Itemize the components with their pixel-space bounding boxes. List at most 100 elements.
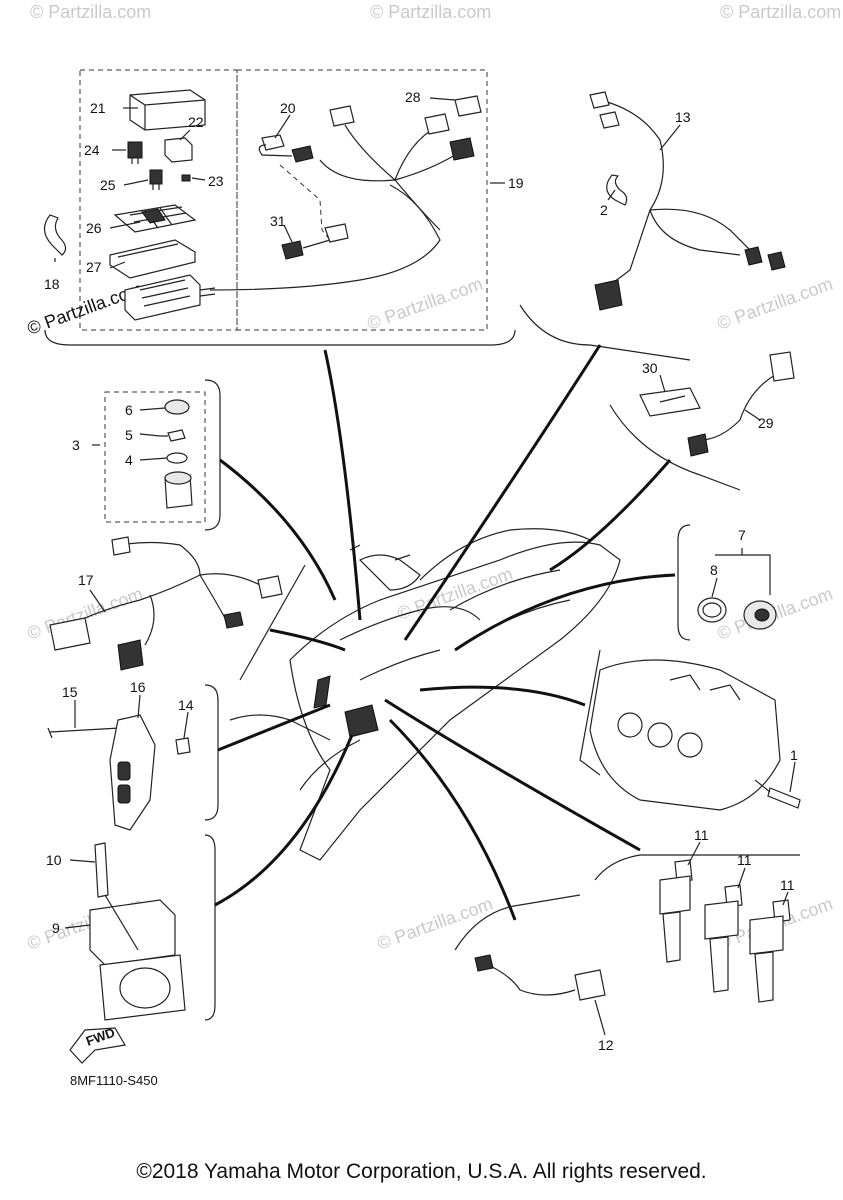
group-bracket bbox=[204, 379, 221, 531]
group-bracket bbox=[454, 894, 581, 951]
connector-part bbox=[744, 246, 763, 266]
nut-part bbox=[166, 452, 188, 464]
callout-31: 31 bbox=[270, 213, 286, 229]
callout-23: 23 bbox=[208, 173, 224, 189]
fuse-box-part bbox=[129, 89, 206, 131]
holder-part bbox=[109, 714, 156, 831]
leader-line bbox=[214, 734, 354, 907]
callout-11: 11 bbox=[694, 827, 709, 843]
leader-line bbox=[269, 628, 346, 652]
watermark: © Partzilla.com bbox=[30, 2, 151, 22]
callout-29: 29 bbox=[758, 415, 774, 431]
fuse-part bbox=[181, 174, 191, 182]
callout-16: 16 bbox=[130, 679, 146, 695]
harness-19-part bbox=[209, 95, 482, 291]
callout-21: 21 bbox=[90, 100, 106, 116]
group-bracket bbox=[609, 404, 741, 491]
callout-8: 8 bbox=[710, 562, 718, 578]
group-bracket bbox=[594, 854, 800, 881]
cap-part bbox=[164, 399, 190, 415]
copyright-notice: ©2018 Yamaha Motor Corporation, U.S.A. A… bbox=[136, 1160, 707, 1183]
sub-harness-group bbox=[519, 91, 786, 361]
cable-band-part bbox=[43, 214, 67, 256]
leader-line bbox=[384, 698, 641, 852]
leader-line bbox=[323, 349, 362, 621]
callout-5: 5 bbox=[125, 427, 133, 443]
connector-part bbox=[111, 536, 131, 556]
watermark: © Partzilla.com bbox=[365, 273, 486, 333]
callout-26: 26 bbox=[86, 220, 102, 236]
callout-27: 27 bbox=[86, 259, 102, 275]
connector-part bbox=[687, 433, 709, 457]
engine-bore bbox=[647, 722, 673, 748]
watermark: © Partzilla.com bbox=[395, 563, 516, 623]
connector-part bbox=[474, 954, 494, 972]
callout-4: 4 bbox=[125, 452, 133, 468]
sensor-wire bbox=[699, 374, 776, 441]
leader-line bbox=[454, 573, 676, 652]
label-part bbox=[639, 387, 701, 417]
label-line bbox=[659, 395, 686, 403]
callout-20: 20 bbox=[280, 100, 296, 116]
harness-17-wire bbox=[69, 541, 261, 646]
watermark: © Partzilla.com bbox=[370, 2, 491, 22]
callout-10: 10 bbox=[46, 852, 62, 868]
callout-30: 30 bbox=[642, 360, 658, 376]
harness-17-group bbox=[49, 536, 306, 681]
connector-part bbox=[223, 611, 244, 629]
leader-line bbox=[219, 458, 337, 601]
callout-18: 18 bbox=[44, 276, 60, 292]
leader-lines bbox=[214, 344, 676, 921]
ignition-coils-group bbox=[594, 854, 800, 1003]
sensor-wire bbox=[487, 964, 576, 996]
callout-9: 9 bbox=[52, 920, 60, 936]
fuse-relay-group bbox=[43, 69, 516, 346]
ring-inner bbox=[702, 602, 722, 618]
grommet-group bbox=[677, 524, 777, 641]
group-box-harness bbox=[236, 69, 488, 331]
switch-top bbox=[164, 471, 192, 485]
callout-1: 1 bbox=[790, 747, 798, 763]
engine-bore bbox=[677, 732, 703, 758]
coil-part bbox=[659, 859, 693, 963]
group-bracket bbox=[44, 329, 516, 346]
callout-15: 15 bbox=[62, 684, 78, 700]
button-part bbox=[117, 784, 131, 804]
callout-28: 28 bbox=[405, 89, 421, 105]
engine-detail bbox=[669, 674, 741, 701]
group-bracket bbox=[204, 684, 219, 821]
connector-part bbox=[117, 639, 144, 671]
leader bbox=[715, 548, 771, 595]
callout-17: 17 bbox=[78, 572, 94, 588]
group-bracket bbox=[677, 524, 691, 641]
group-box-switch bbox=[104, 391, 206, 523]
group-bracket bbox=[239, 564, 306, 681]
leader-line bbox=[419, 685, 586, 707]
callout-2: 2 bbox=[600, 202, 608, 218]
harness-13-wire bbox=[599, 99, 664, 286]
callout-11: 11 bbox=[780, 877, 795, 893]
bolt-leader bbox=[754, 779, 771, 793]
callout-7: 7 bbox=[738, 527, 746, 543]
bolt-part bbox=[47, 727, 121, 739]
small-relay-part bbox=[127, 141, 143, 164]
fwd-arrow: FWD bbox=[69, 1025, 126, 1064]
cable-band-part bbox=[606, 174, 628, 206]
callout-11: 11 bbox=[737, 852, 752, 868]
callout-13: 13 bbox=[675, 109, 691, 125]
coil-part bbox=[749, 899, 791, 1003]
sensor-29-group bbox=[609, 351, 795, 491]
fuse-cover-part bbox=[109, 239, 196, 279]
callout-19: 19 bbox=[508, 175, 524, 191]
connector-part bbox=[49, 617, 91, 651]
callout-14: 14 bbox=[178, 697, 194, 713]
connector-31-part bbox=[281, 223, 349, 260]
fuse-panel-part bbox=[113, 204, 197, 233]
bolt-part bbox=[767, 787, 801, 809]
button-part bbox=[117, 761, 131, 781]
callout-12: 12 bbox=[598, 1037, 614, 1053]
connector-part bbox=[589, 91, 610, 109]
leader-line bbox=[388, 718, 517, 921]
key-switch-group bbox=[92, 379, 221, 531]
